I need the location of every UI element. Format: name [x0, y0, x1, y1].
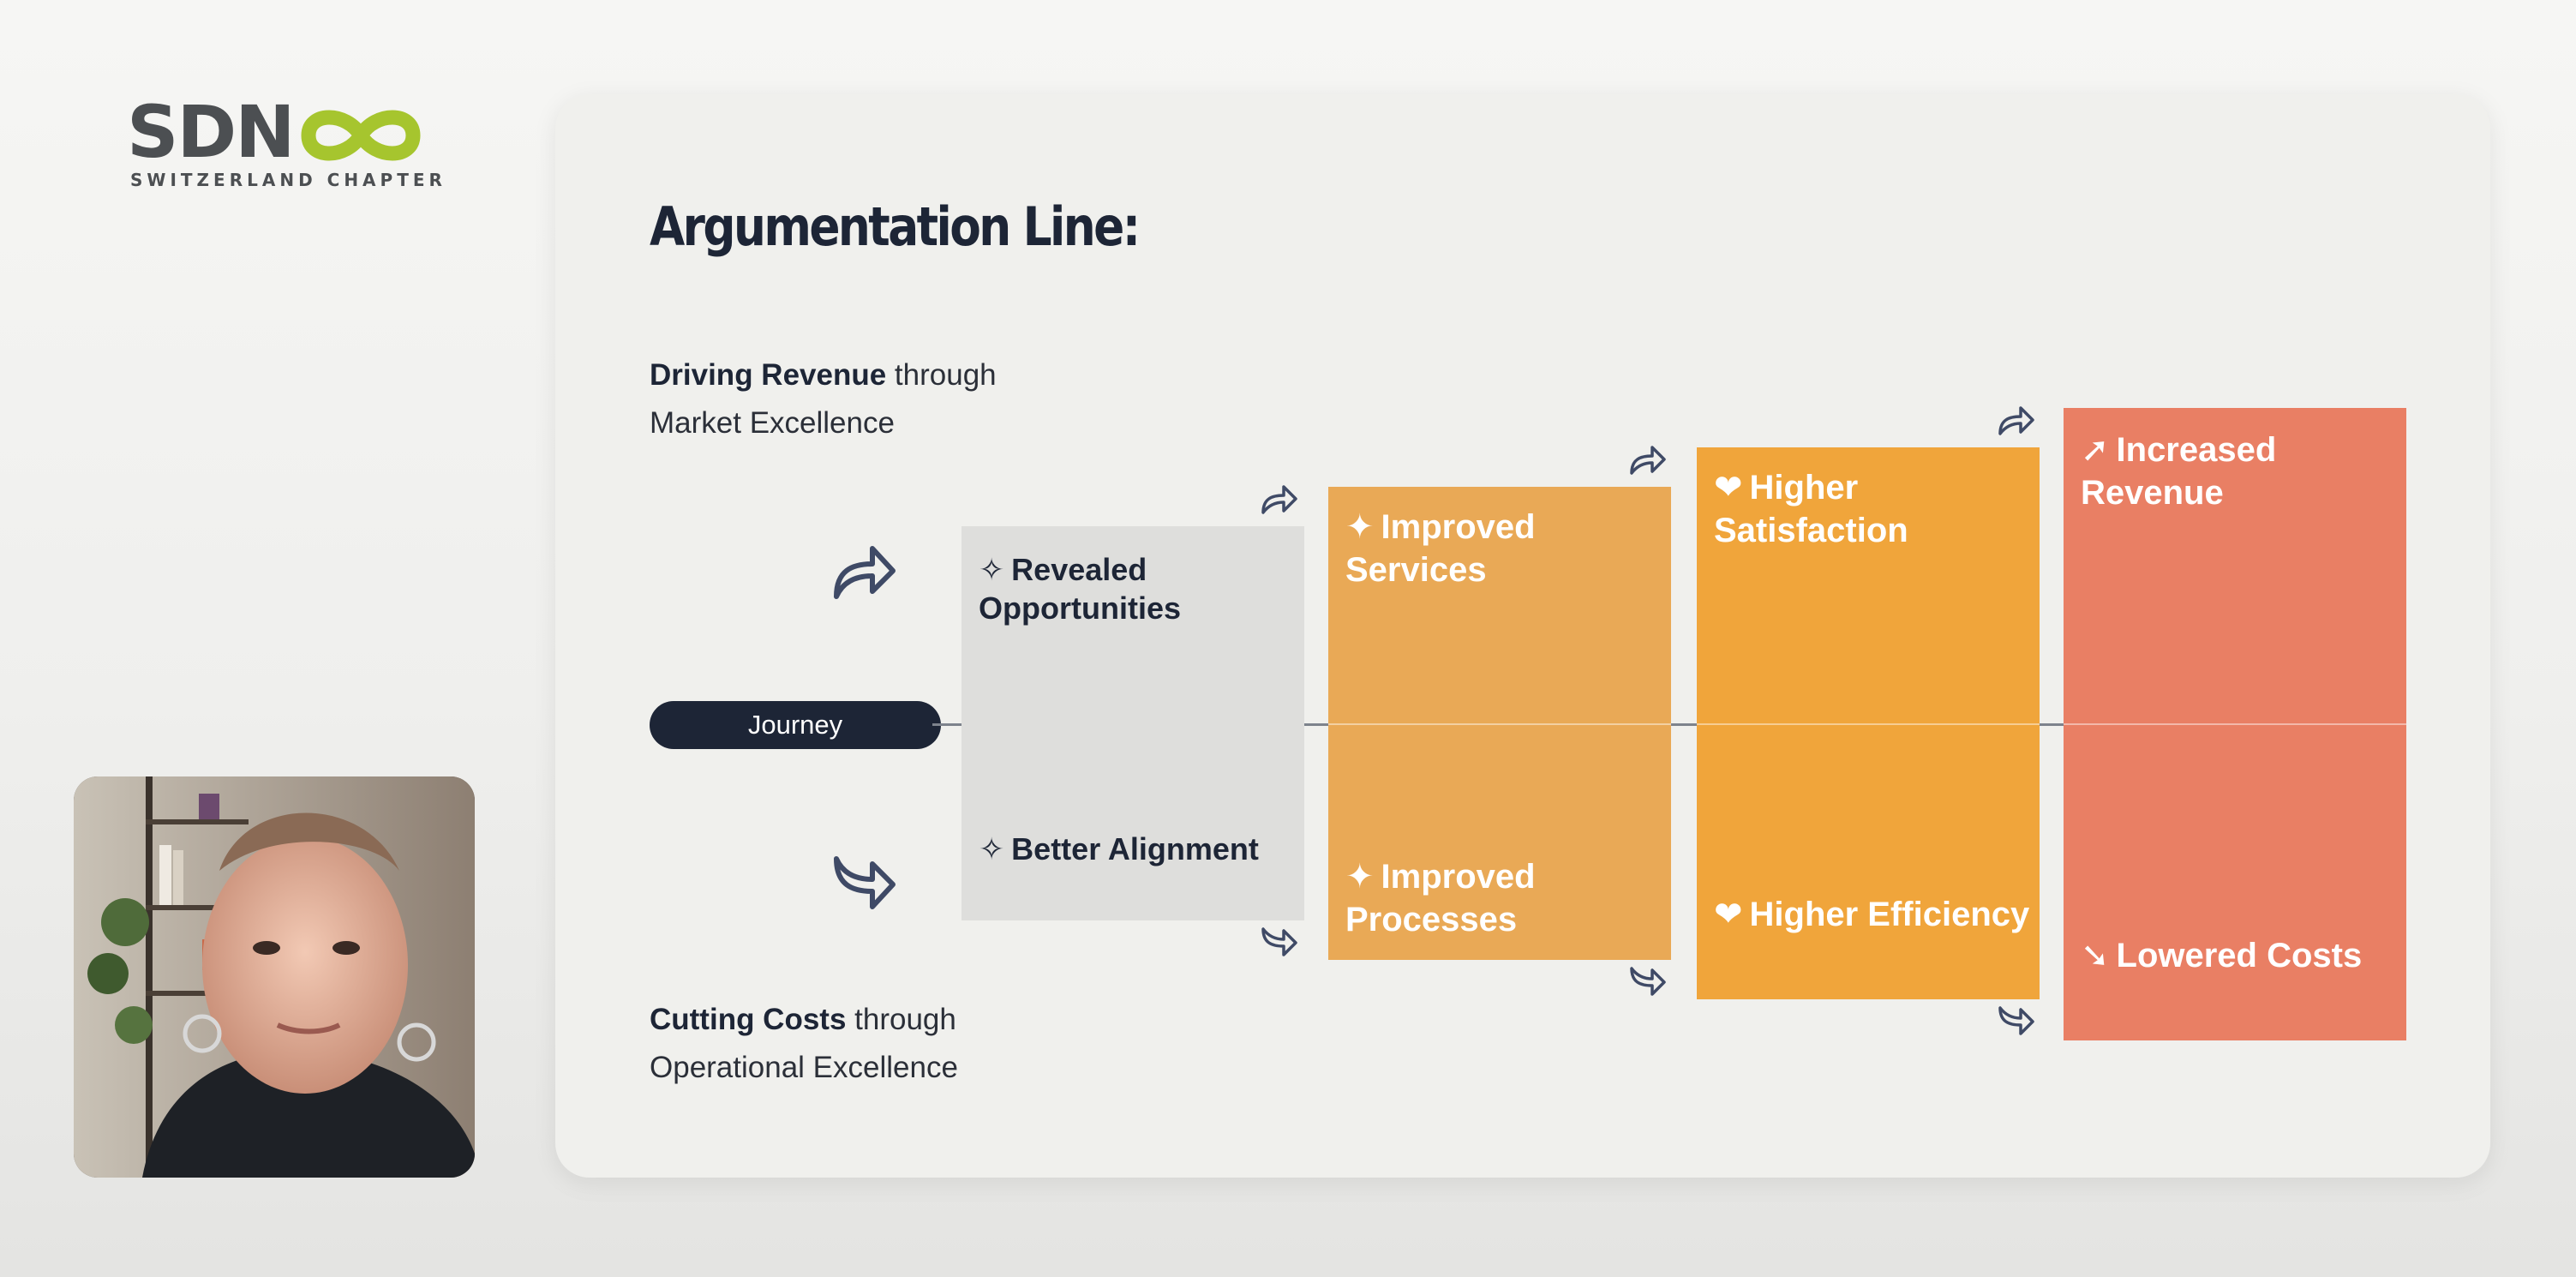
stage-4-block: ➚Increased Revenue ➘Lowered Costs: [2064, 408, 2406, 1040]
presenter-image: [74, 776, 475, 1178]
presentation-slide: Argumentation Line: Driving Revenue thro…: [555, 94, 2490, 1178]
logo-wordmark: SDN: [127, 90, 296, 174]
stage-1-top-text: Revealed Opportunities: [979, 552, 1181, 626]
stage-2-top-text: Improved Services: [1345, 508, 1536, 589]
stage-3-top-label: ❤Higher Satisfaction: [1714, 466, 2031, 552]
heart-icon: ❤: [1714, 896, 1743, 933]
logo-subtitle: SWITZERLAND CHAPTER: [130, 170, 446, 190]
small-arrow-down-right-icon: [1261, 927, 1297, 956]
small-arrow-up-right-icon: [1998, 406, 2034, 435]
top-caption: Driving Revenue through Market Excellenc…: [650, 351, 997, 447]
slide-title: Argumentation Line:: [650, 195, 1141, 258]
trend-down-icon: ➘: [2081, 937, 2110, 974]
stage-2-block: ✦Improved Services ✦Improved Processes: [1328, 487, 1671, 960]
top-caption-rest: through: [886, 358, 997, 392]
stage-3-top-text: Higher Satisfaction: [1714, 469, 1908, 549]
stage-4-bottom-text: Lowered Costs: [2116, 937, 2363, 974]
sparkle-icon: ✦: [1345, 858, 1375, 896]
stage-3-block: ❤Higher Satisfaction ❤Higher Efficiency: [1697, 447, 2040, 999]
stage-3-axis-line: [1697, 723, 2040, 725]
stage-2-bottom-label: ✦Improved Processes: [1345, 855, 1662, 941]
stage-4-top-label: ➚Increased Revenue: [2081, 429, 2398, 514]
trend-up-icon: ➚: [2081, 431, 2110, 469]
stage-4-axis-line: [2064, 723, 2406, 725]
bottom-caption: Cutting Costs through Operational Excell…: [650, 996, 958, 1092]
small-arrow-up-right-icon: [1261, 485, 1297, 514]
bottom-caption-rest: through: [846, 1003, 956, 1036]
small-arrow-down-right-icon: [1998, 1006, 2034, 1035]
sparkle-icon: ✦: [1345, 508, 1375, 546]
outline-sparkle-icon: ✧: [979, 831, 1005, 866]
stage-1-bottom-label: ✧Better Alignment: [979, 830, 1296, 868]
stage-1-top-label: ✧Revealed Opportunities: [979, 550, 1296, 627]
arrow-up-right-icon: [834, 546, 896, 599]
stage-2-bottom-text: Improved Processes: [1345, 858, 1536, 938]
stage-3-bottom-label: ❤Higher Efficiency: [1714, 893, 2031, 936]
stage-3-bottom-text: Higher Efficiency: [1749, 896, 2030, 933]
arrow-down-right-icon: [834, 856, 896, 909]
bottom-caption-bold: Cutting Costs: [650, 1003, 847, 1036]
sdn-logo: SDN SWITZERLAND CHAPTER: [127, 90, 442, 190]
stage-4-top-text: Increased Revenue: [2081, 431, 2277, 512]
small-arrow-down-right-icon: [1630, 967, 1666, 996]
stage-4-bottom-label: ➘Lowered Costs: [2081, 934, 2398, 977]
stage-1-block: ✧Revealed Opportunities ✧Better Alignmen…: [962, 526, 1304, 920]
top-caption-line2: Market Excellence: [650, 406, 895, 440]
small-arrow-up-right-icon: [1630, 446, 1666, 475]
presenter-video-feed: [74, 776, 475, 1178]
stage-2-top-label: ✦Improved Services: [1345, 506, 1662, 591]
stage-2-axis-line: [1328, 723, 1671, 725]
stage-1-bottom-text: Better Alignment: [1011, 831, 1259, 866]
top-caption-bold: Driving Revenue: [650, 358, 887, 392]
heart-icon: ❤: [1714, 469, 1743, 507]
bottom-caption-line2: Operational Excellence: [650, 1051, 958, 1084]
journey-pill: Journey: [650, 701, 941, 749]
outline-sparkle-icon: ✧: [979, 552, 1005, 587]
infinity-logo-icon: [301, 110, 421, 161]
